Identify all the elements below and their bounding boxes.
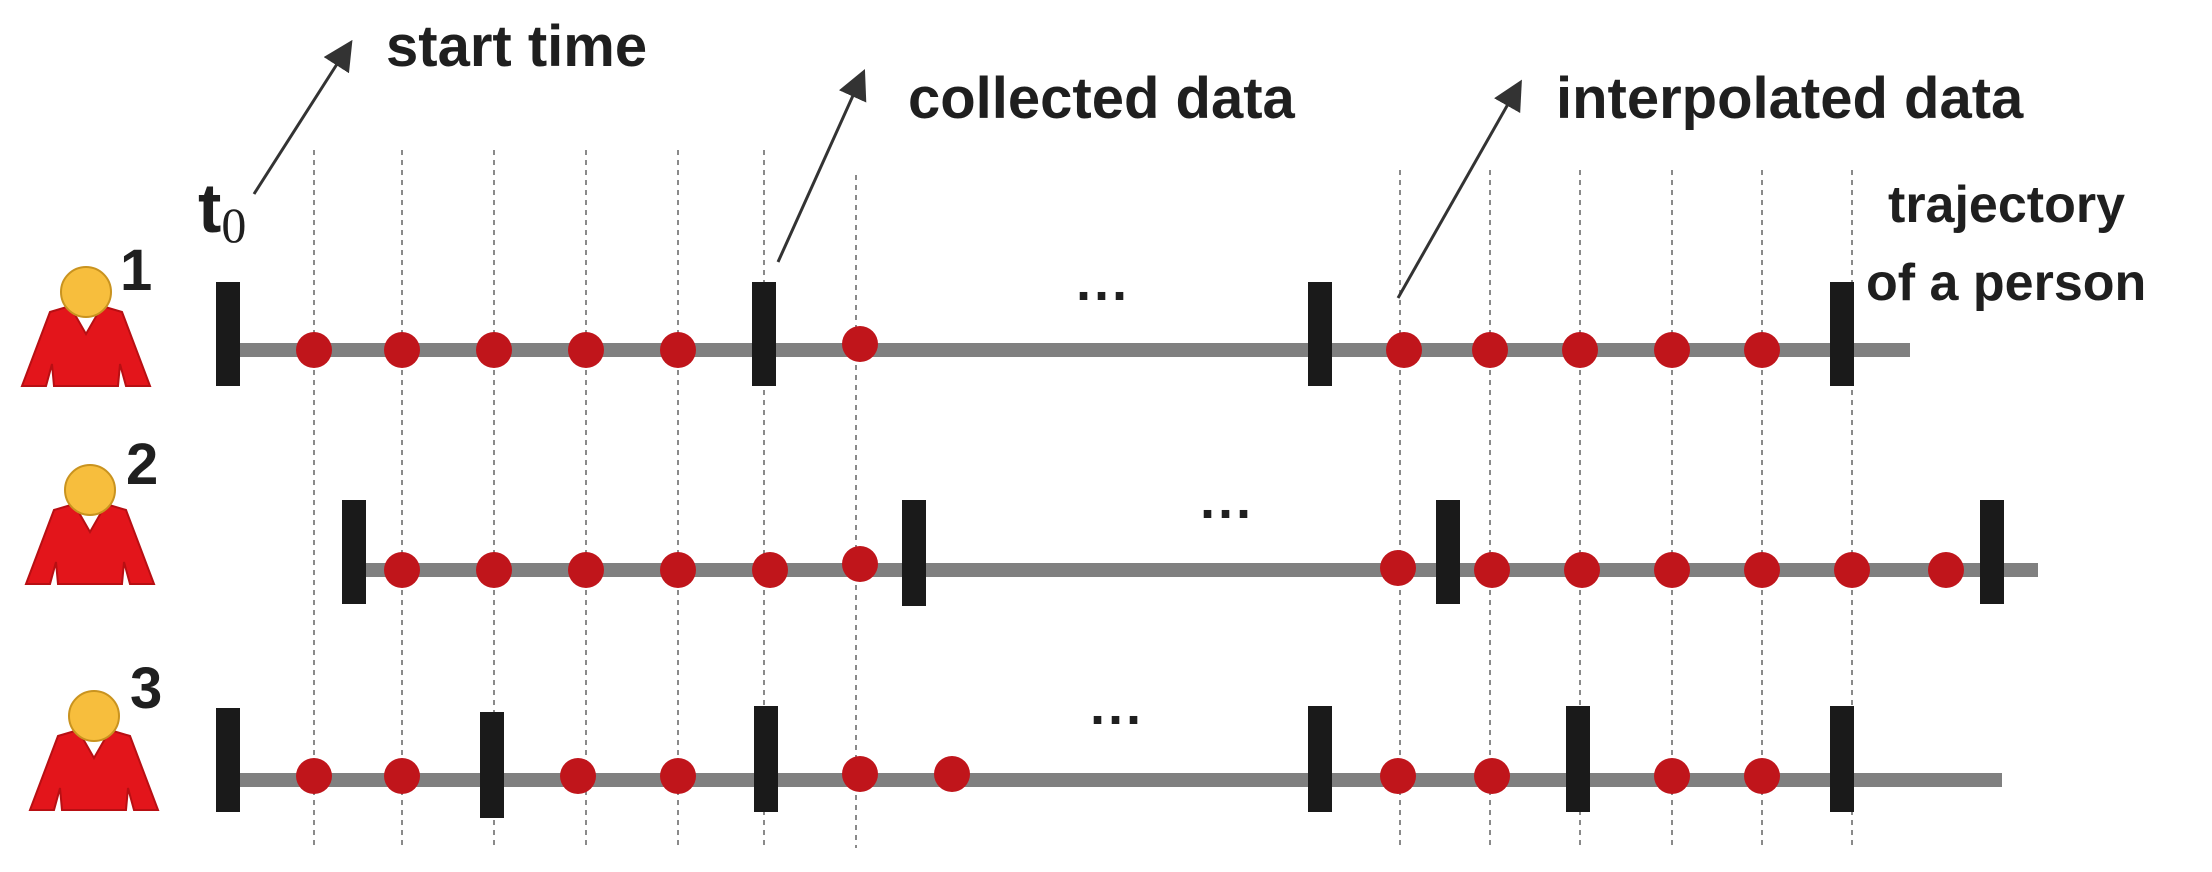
collected-data-bar bbox=[1308, 706, 1332, 812]
person-row-3: 3 ··· bbox=[28, 656, 2002, 818]
interpolated-data-dot bbox=[568, 332, 604, 368]
t0-label: t0 bbox=[198, 169, 246, 253]
interpolated-data-dots bbox=[384, 546, 1964, 588]
collected-data-bar bbox=[480, 712, 504, 818]
collected-data-bar bbox=[216, 708, 240, 812]
collected-data-bar bbox=[752, 282, 776, 386]
person-icon bbox=[20, 266, 152, 387]
collected-data-bar bbox=[1980, 500, 2004, 604]
collected-data-bar bbox=[902, 500, 926, 606]
interpolated-data-dot bbox=[1386, 332, 1422, 368]
interpolated-data-arrow-icon bbox=[1396, 79, 1522, 299]
interpolated-data-dots bbox=[296, 756, 1780, 794]
person-number: 3 bbox=[130, 656, 162, 721]
interpolated-data-dot bbox=[660, 552, 696, 588]
collected-data-bars bbox=[342, 500, 2004, 606]
interpolated-data-dot bbox=[1380, 758, 1416, 794]
interpolated-data-dot bbox=[568, 552, 604, 588]
interpolated-data-dot bbox=[1744, 332, 1780, 368]
interpolated-data-dot bbox=[1472, 332, 1508, 368]
interpolated-data-label: interpolated data bbox=[1556, 66, 2024, 131]
t0-subscript: 0 bbox=[221, 197, 246, 253]
interpolated-data-dot bbox=[1834, 552, 1870, 588]
interpolated-data-dot bbox=[1380, 550, 1416, 586]
collected-data-bar bbox=[1436, 500, 1460, 604]
collected-data-bars bbox=[216, 282, 1854, 386]
person-row-1: 1 ··· bbox=[20, 238, 1910, 387]
trajectory-label-line1: trajectory bbox=[1888, 176, 2125, 234]
person-number: 1 bbox=[120, 238, 152, 303]
interpolated-data-dot bbox=[660, 332, 696, 368]
interpolated-data-dot bbox=[1474, 758, 1510, 794]
collected-data-bar bbox=[754, 706, 778, 812]
collected-data-bars bbox=[216, 706, 1854, 818]
interpolated-data-dot bbox=[842, 756, 878, 792]
interpolated-data-dot bbox=[296, 332, 332, 368]
collected-data-bar bbox=[1566, 706, 1590, 812]
interpolated-data-dot bbox=[1744, 552, 1780, 588]
interpolated-data-dot bbox=[1654, 552, 1690, 588]
interpolated-data-dot bbox=[476, 552, 512, 588]
collected-data-bar bbox=[342, 500, 366, 604]
interpolated-data-dot bbox=[560, 758, 596, 794]
interpolated-data-dot bbox=[1474, 552, 1510, 588]
interpolated-data-dot bbox=[1928, 552, 1964, 588]
ellipsis: ··· bbox=[1200, 484, 1254, 544]
start-time-arrow-icon bbox=[252, 39, 353, 195]
collected-data-bar bbox=[1308, 282, 1332, 386]
person-number: 2 bbox=[126, 432, 158, 497]
time-gridlines bbox=[313, 150, 1853, 848]
ellipsis: ··· bbox=[1090, 690, 1144, 750]
interpolated-data-dot bbox=[1744, 758, 1780, 794]
ellipsis: ··· bbox=[1076, 266, 1130, 326]
interpolated-data-dot bbox=[1562, 332, 1598, 368]
interpolated-data-dot bbox=[842, 546, 878, 582]
collected-data-bar bbox=[1830, 282, 1854, 386]
interpolated-data-dot bbox=[1564, 552, 1600, 588]
trajectory-label-line2: of a person bbox=[1866, 254, 2146, 312]
person-icon bbox=[28, 690, 160, 811]
interpolated-data-dot bbox=[384, 332, 420, 368]
interpolated-data-dot bbox=[1654, 758, 1690, 794]
collected-data-arrow-icon bbox=[776, 69, 867, 263]
interpolated-data-dot bbox=[476, 332, 512, 368]
collected-data-label: collected data bbox=[908, 66, 1296, 131]
collected-data-bar bbox=[1830, 706, 1854, 812]
person-icon bbox=[24, 464, 156, 585]
interpolated-data-dots bbox=[296, 326, 1780, 368]
t0-base: t bbox=[198, 169, 221, 247]
interpolated-data-dot bbox=[296, 758, 332, 794]
person-row-2: 2 ··· bbox=[24, 432, 2038, 606]
interpolated-data-dot bbox=[752, 552, 788, 588]
interpolated-data-dot bbox=[1654, 332, 1690, 368]
interpolated-data-dot bbox=[384, 552, 420, 588]
collected-data-bar bbox=[216, 282, 240, 386]
interpolated-data-dot bbox=[934, 756, 970, 792]
start-time-label: start time bbox=[386, 14, 647, 79]
interpolated-data-dot bbox=[660, 758, 696, 794]
interpolated-data-dot bbox=[384, 758, 420, 794]
interpolated-data-dot bbox=[842, 326, 878, 362]
